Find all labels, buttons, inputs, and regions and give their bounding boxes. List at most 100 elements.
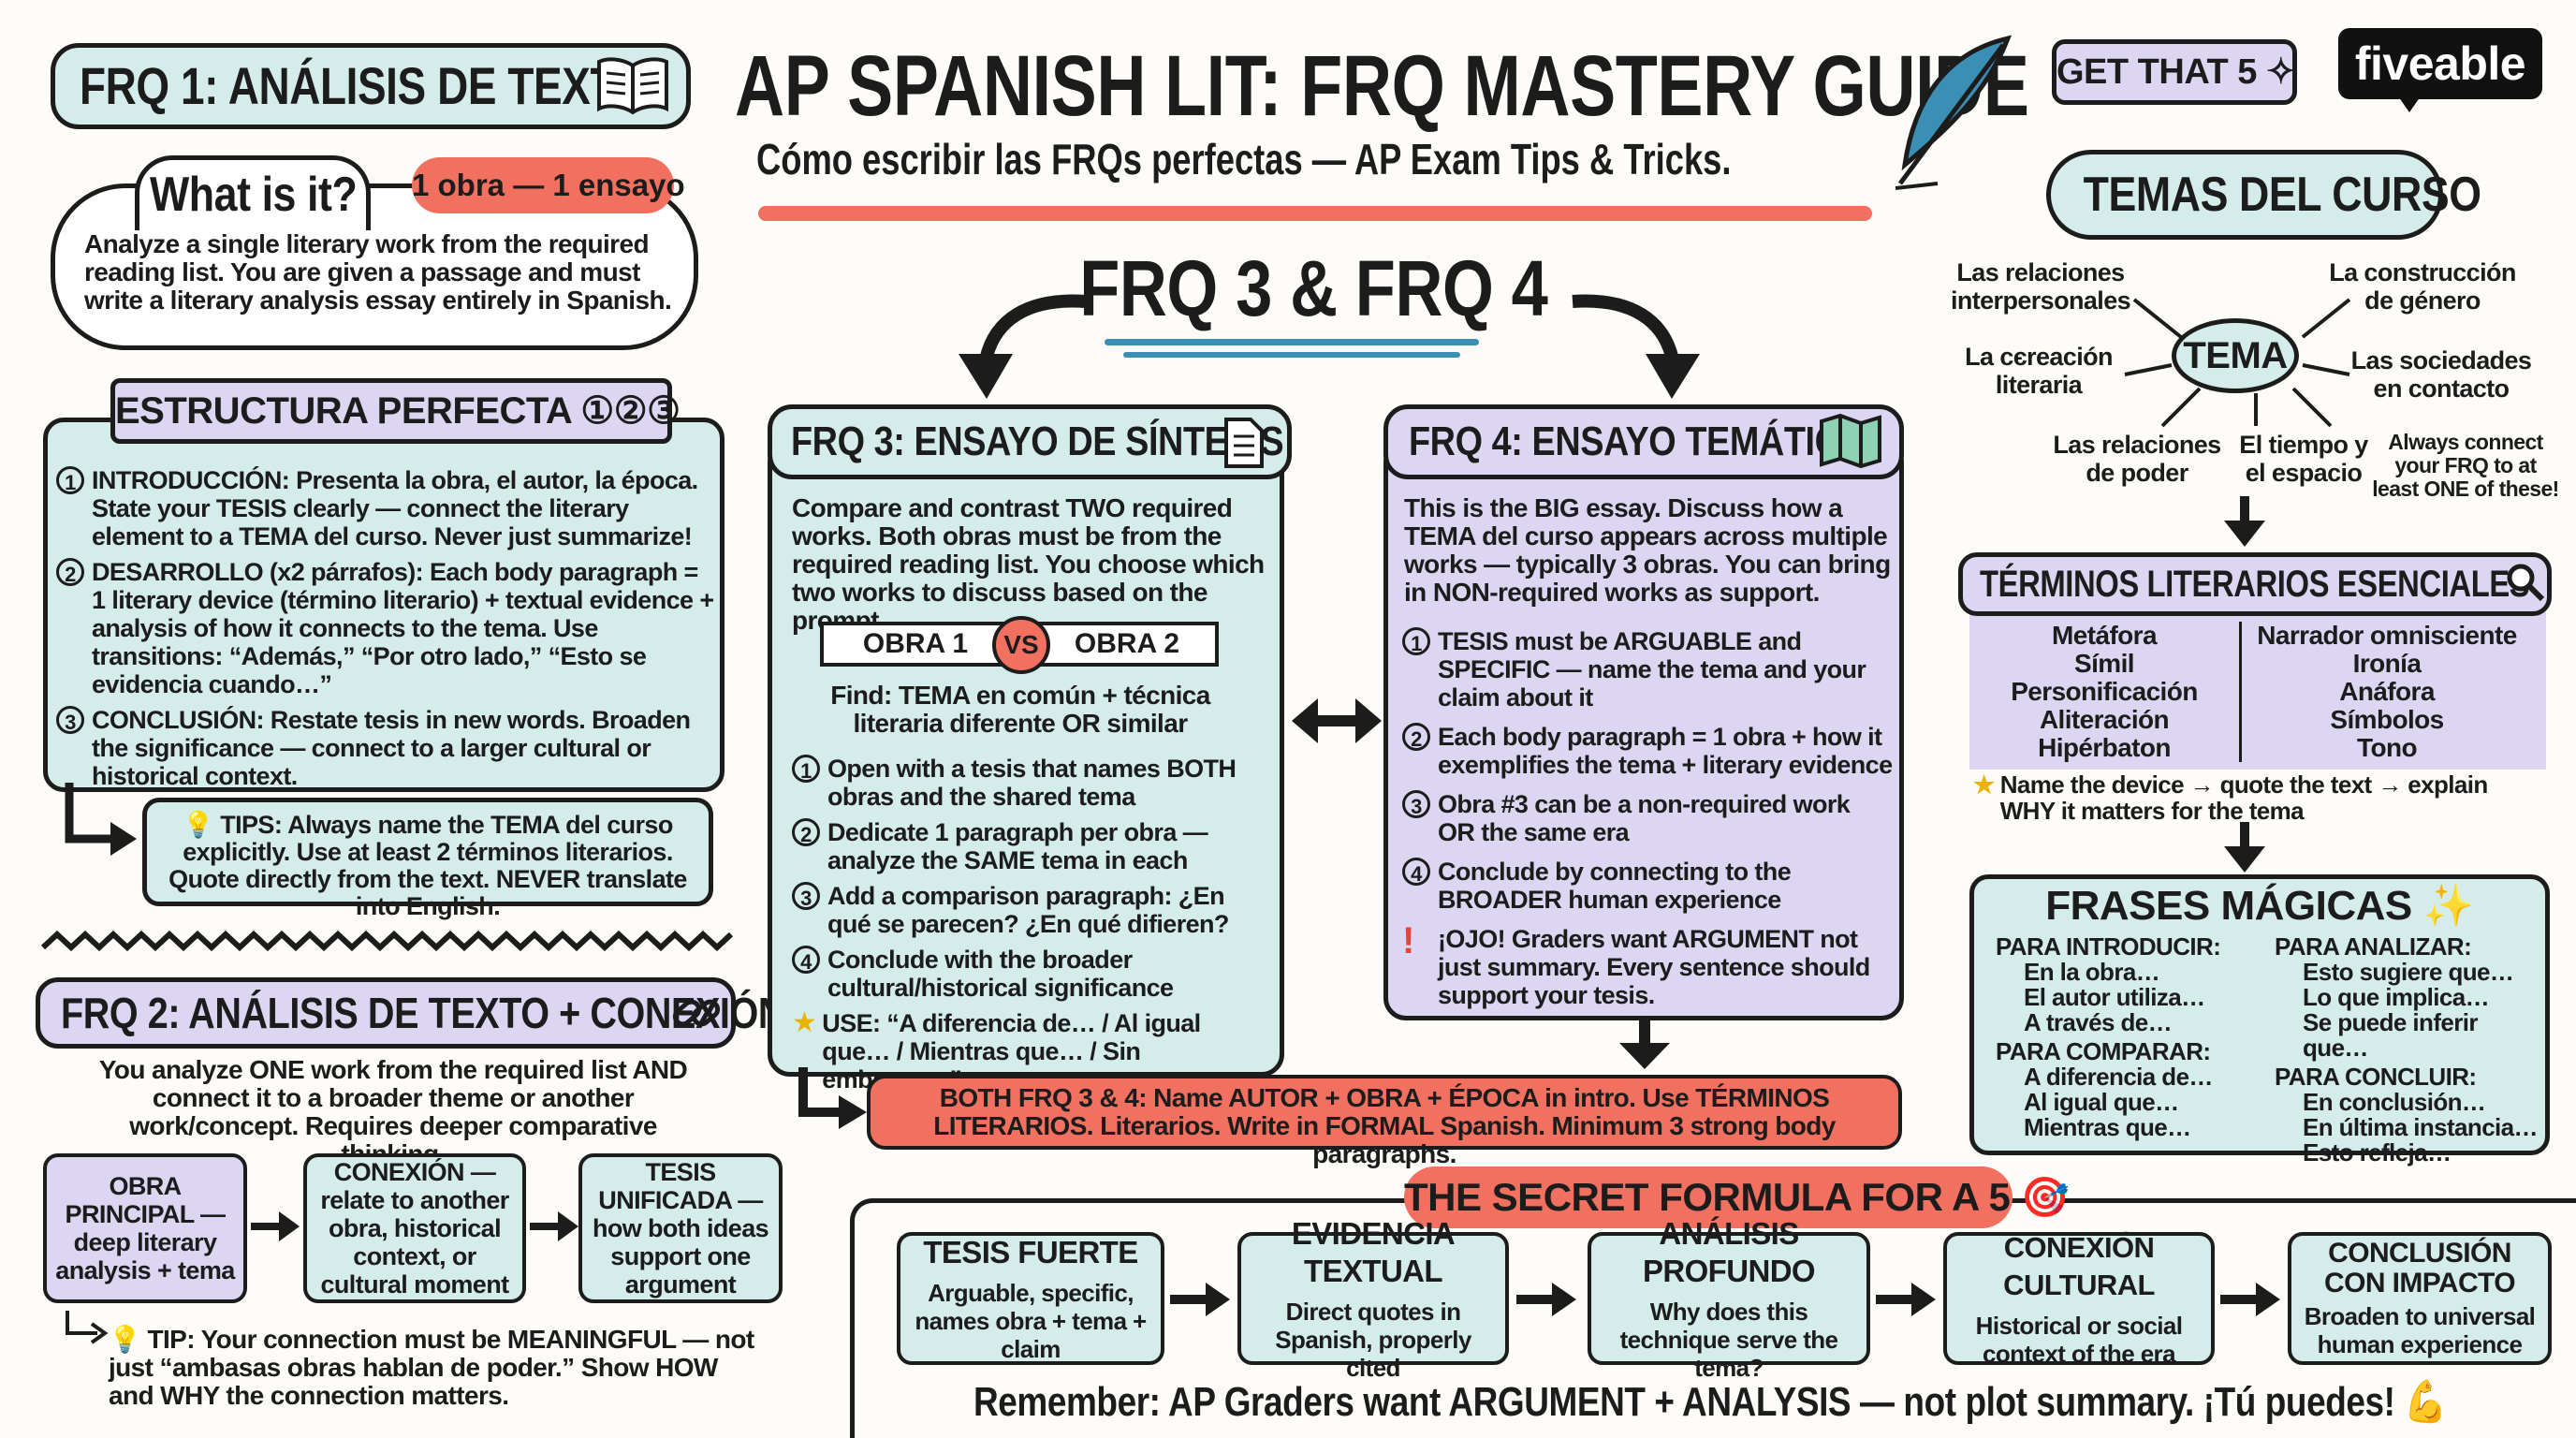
map-icon: [1820, 413, 1881, 469]
termino-item: Símil: [2074, 649, 2135, 678]
frases-group: PARA ANALIZAR: Esto sugiere que… Lo que …: [2275, 934, 2546, 1166]
termino-item: Metáfora: [2052, 621, 2157, 650]
termino-item: Aliteración: [2039, 705, 2170, 734]
arrow-right-icon: [1516, 1283, 1576, 1316]
get-that-5-badge: GET THAT 5 ✧: [2052, 39, 2297, 105]
step-number: 2: [56, 558, 84, 586]
document-icon: [1224, 418, 1264, 468]
frq1-tips: 💡 TIPS: Always name the TEMA del curso e…: [142, 798, 713, 920]
frq4-title: FRQ 4: ENSAYO TEMÁTICO: [1383, 404, 1904, 479]
frq4-ojo: !¡OJO! Graders want ARGUMENT not just su…: [1402, 920, 1870, 1009]
frases-group-head: PARA ANALIZAR:: [2275, 932, 2472, 961]
curved-arrow-left: [959, 294, 1087, 399]
terminos-right-list: Narrador omnisciente Ironía Anáfora Símb…: [2247, 622, 2527, 762]
terminos-divider: [2239, 622, 2242, 762]
estructura-step-conclusion: 3 CONCLUSIÓN: Restate tesis in new words…: [56, 706, 717, 790]
formula-step-analisis: ANÁLISIS PROFUNDO Why does this techniqu…: [1588, 1216, 1870, 1382]
frq4-panel: [1383, 440, 1904, 1020]
zigzag-divider: [40, 930, 734, 952]
star-icon: ★: [792, 1007, 817, 1038]
tip-arrow-icon: [66, 1311, 109, 1344]
tips-arrow: [65, 783, 137, 856]
tema-item: Las sociedades en contacto: [2350, 346, 2532, 403]
frq4-description: This is the BIG essay. Discuss how a TEM…: [1404, 493, 1891, 607]
formula-remember: Remember: AP Graders want ARGUMENT + ANA…: [973, 1379, 2447, 1425]
tema-item: El tiempo y el espacio: [2239, 431, 2368, 487]
quill-icon: [1895, 35, 2012, 190]
both-frq-note: BOTH FRQ 3 & 4: Name AUTOR + OBRA + ÉPOC…: [867, 1075, 1902, 1168]
formula-step-head: CONCLUSIÓN CON IMPACTO: [2324, 1238, 2516, 1299]
tema-center-node: TEMA: [2172, 318, 2299, 393]
frq3-frq4-heading: FRQ 3 & FRQ 4: [1079, 244, 1548, 332]
step-text: Each body paragraph = 1 literary device …: [92, 558, 714, 698]
formula-step-tesis: TESIS FUERTE Arguable, specific, names o…: [897, 1232, 1164, 1365]
frq2-description: You analyze ONE work from the required l…: [98, 1055, 688, 1168]
frase-item: Se puede inferir que…: [2303, 1008, 2479, 1062]
step-head: INTRODUCCIÓN:: [92, 466, 290, 494]
step-text: Presenta la obra, el autor, la época. St…: [92, 466, 698, 550]
arrow-right-icon: [1170, 1283, 1230, 1316]
one-obra-badge: 1 obra — 1 ensayo: [412, 157, 685, 213]
formula-step-head: CONEXIÓN CULTURAL: [2003, 1231, 2155, 1301]
frases-panel: [1969, 874, 2550, 1155]
frase-item: En la obra…: [2024, 958, 2160, 986]
formula-step-text: Broaden to universal human experience: [2304, 1302, 2536, 1358]
formula-title: THE SECRET FORMULA FOR A 5 🎯: [1404, 1167, 2070, 1228]
tema-item: Las relaciones de poder: [2053, 431, 2221, 487]
frase-item: En última instancia…: [2303, 1113, 2539, 1141]
formula-step-text: Direct quotes in Spanish, properly cited: [1275, 1298, 1471, 1382]
down-arrow-icon: [1619, 1020, 1670, 1069]
frase-item: Lo que implica…: [2303, 983, 2490, 1011]
frq2-tip: 💡 TIP: Your connection must be MEANINGFU…: [109, 1325, 754, 1410]
terminos-note: ★Name the device → quote the text → expl…: [1973, 770, 2488, 825]
frase-item: El autor utiliza…: [2024, 983, 2205, 1011]
estructura-step-intro: 1 INTRODUCCIÓN: Presenta la obra, el aut…: [56, 466, 717, 550]
terminos-left-list: Metáfora Símil Personificación Aliteraci…: [1973, 622, 2235, 762]
step-head: CONCLUSIÓN:: [92, 706, 264, 734]
exclamation-icon: !: [1402, 920, 1414, 961]
frq3-title: FRQ 3: ENSAYO DE SÍNTESIS: [768, 404, 1292, 479]
frase-item: Al igual que…: [2024, 1088, 2179, 1116]
frq2-box-conexion: CONEXIÓN — relate to another obra, histo…: [303, 1153, 526, 1303]
estructura-steps: 1 INTRODUCCIÓN: Presenta la obra, el aut…: [56, 466, 717, 798]
frases-group-head: PARA INTRODUCIR:: [1996, 932, 2221, 961]
formula-step-conclusion: CONCLUSIÓN CON IMPACTO Broaden to univer…: [2288, 1232, 2552, 1365]
vs-badge: VS: [992, 616, 1050, 674]
termino-item: Personificación: [2011, 677, 2198, 706]
arrow-right-icon: [251, 1211, 300, 1241]
terminos-panel: [1969, 595, 2546, 770]
step-text: Restate tesis in new words. Broaden the …: [92, 706, 691, 790]
temas-title: TEMAS DEL CURSO: [2046, 150, 2481, 240]
tema-item: Las relaciones interpersonales: [1950, 258, 2131, 315]
frase-item: Esto sugiere que…: [2303, 958, 2514, 986]
double-arrow-icon: [1292, 698, 1382, 743]
formula-step-text: Why does this technique serve the tema?: [1619, 1298, 1838, 1382]
subtitle-underline: [758, 206, 1872, 221]
both-arrow-icon: [798, 1067, 867, 1129]
fiveable-logo: fiveable: [2338, 28, 2542, 99]
formula-step-head: TESIS FUERTE: [923, 1235, 1138, 1269]
arrow-right-icon: [2220, 1283, 2280, 1316]
termino-item: Narrador omnisciente: [2257, 621, 2517, 650]
frq1-title: FRQ 1: ANÁLISIS DE TEXTO: [51, 43, 691, 129]
obra1-label: OBRA 1: [862, 628, 969, 659]
frq3-panel: [768, 440, 1284, 1077]
estructura-step-desarrollo: 2 DESARROLLO (x2 párrafos): Each body pa…: [56, 558, 717, 698]
step-number: 3: [56, 706, 84, 734]
frase-item: Mientras que…: [2024, 1113, 2191, 1141]
heading-underline-2: [1123, 352, 1460, 358]
estructura-title: ESTRUCTURA PERFECTA ①②③: [110, 378, 681, 444]
frase-item: A diferencia de…: [2024, 1063, 2213, 1091]
frases-group-head: PARA COMPARAR:: [1996, 1037, 2211, 1065]
down-arrow-icon: [2224, 496, 2265, 547]
frase-item: En conclusión…: [2303, 1088, 2486, 1116]
what-is-it-text: Analyze a single literary work from the …: [84, 229, 672, 315]
